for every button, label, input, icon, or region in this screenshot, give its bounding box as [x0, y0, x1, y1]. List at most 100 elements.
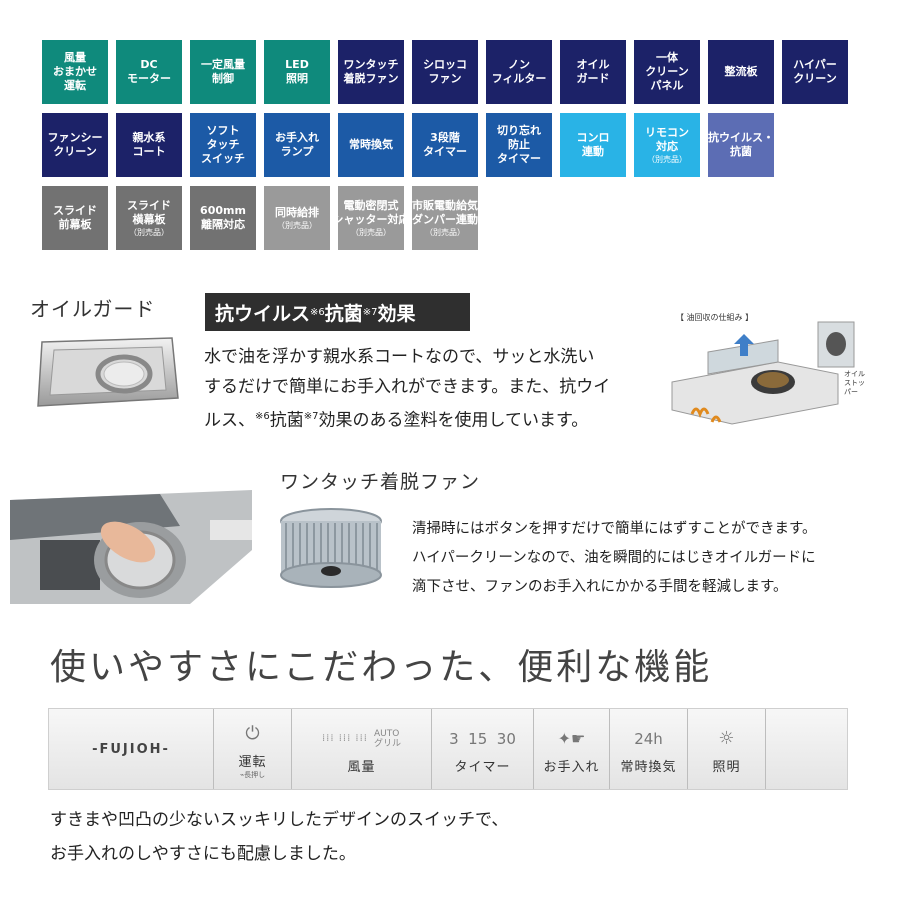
badge-text: 600mm [200, 204, 246, 217]
badge-text: スイッチ [201, 152, 245, 165]
feature-badge: お手入れランプ [264, 113, 330, 177]
oil-guard-line-3-part-c: 抗菌 [269, 410, 304, 431]
badge-text: LED [285, 58, 309, 71]
badge-text: お手入れ [275, 131, 319, 144]
badge-text: DC [140, 58, 158, 71]
feature-badge: 一体クリーンパネル [634, 40, 700, 104]
feature-badge: スライド前幕板 [42, 186, 108, 250]
cleaning-button[interactable]: ✦☛ お手入れ [534, 709, 610, 789]
badge-text: 着脱ファン [343, 72, 399, 85]
antiviral-text: 抗ウイルス [215, 302, 311, 325]
badge-subtext: （別売品） [129, 227, 169, 237]
timer-button[interactable]: 3 15 30 タイマー [432, 709, 534, 789]
badge-text: クリーン [793, 72, 837, 85]
badge-text: 連動 [582, 145, 604, 158]
badge-text: クリーン [645, 65, 689, 78]
badge-text: 照明 [286, 72, 308, 85]
badge-text: コート [132, 145, 166, 158]
badge-text: 抗ウイルス・ [708, 131, 774, 144]
fan-line-1: 清掃時にはボタンを押すだけで簡単にはずすことができます。 [412, 521, 817, 537]
feature-badge: 同時給排（別売品） [264, 186, 330, 250]
power-icon: ⏻ [245, 723, 260, 744]
sirocco-fan-image [280, 508, 382, 588]
light-button[interactable]: ☼ 照明 [688, 709, 766, 789]
fan-speed-label: 風量 [347, 759, 376, 775]
oil-guard-description: 水で油を浮かす親水系コートなので、サッと水洗い するだけで簡単にお手入れができま… [204, 342, 610, 436]
badge-text: おまかせ [53, 65, 97, 78]
badge-text: タイマー [423, 145, 467, 158]
badge-text: スライド [127, 198, 171, 212]
fan-level-icon: ⁞⁞⁞ ⁞⁞⁞ ⁞⁞⁞ AUTO グリル [322, 728, 401, 749]
fan-auto-label: AUTO [373, 728, 400, 739]
fan-line-2: ハイパークリーンなので、油を瞬間的にはじきオイルガードに [412, 550, 816, 566]
feature-badge: ノンフィルター [486, 40, 552, 104]
badge-text: 切り忘れ [497, 124, 541, 137]
badge-text: 親水系 [132, 131, 166, 144]
badge-text: 抗菌 [730, 145, 752, 158]
oil-guard-line-1: 水で油を浮かす親水系コートなので、サッと水洗い [204, 347, 595, 367]
feature-badge: 一定風量制御 [190, 40, 256, 104]
oil-guard-line-3-part-a: ルス [204, 410, 238, 431]
feature-badge: シロッコファン [412, 40, 478, 104]
badge-text: タイマー [497, 152, 541, 165]
badge-text: ワンタッチ [343, 58, 399, 71]
badge-text: ガード [576, 72, 610, 85]
badge-text: リモコン [645, 125, 689, 139]
badge-text: コンロ [576, 131, 610, 144]
power-sub-label: ⌁長押し [239, 770, 266, 779]
badge-text: タッチ [206, 138, 240, 151]
badge-text: シロッコ [423, 58, 467, 71]
light-label: 照明 [712, 759, 741, 775]
feature-badge: 整流板 [708, 40, 774, 104]
oil-guard-line-3-comma: 、 [238, 410, 255, 431]
feature-badge: 親水系コート [116, 113, 182, 177]
badge-text: 常時換気 [349, 138, 393, 151]
oil-guard-title: オイルガード [30, 297, 156, 321]
badge-text: 風量 [64, 51, 86, 64]
constant-vent-button[interactable]: 24h 常時換気 [610, 709, 688, 789]
feature-badge: ソフトタッチスイッチ [190, 113, 256, 177]
brand-logo: -FUJIOH- [92, 741, 170, 757]
oil-stopper-label: オイル ストッパー [844, 370, 865, 396]
feature-badge: 市販電動給気ダンパー連動（別売品） [412, 186, 478, 250]
badge-text: 市販電動給気 [412, 198, 478, 212]
badge-text: 3段階 [430, 131, 460, 144]
fan-grill-label: グリル [373, 738, 401, 749]
panel-caption-line-1: すきまや凹凸の少ないスッキリしたデザインのスイッチで、 [50, 810, 509, 830]
fan-line-3: 滴下させ、ファンのお手入れにかかる手間を軽減します。 [412, 579, 788, 595]
cleaning-hand-icon: ✦☛ [557, 729, 586, 748]
badge-text: ランプ [280, 145, 314, 158]
power-button[interactable]: ⏻ 運転 ⌁長押し [214, 709, 292, 789]
panel-caption-line-2: お手入れのしやすさにも配慮しました。 [50, 844, 356, 864]
badge-text: ハイパー [793, 58, 837, 71]
badge-text: 整流板 [724, 65, 758, 78]
badge-text: 制御 [212, 72, 234, 85]
vent-label: 常時換気 [620, 759, 677, 775]
feature-badge: リモコン対応（別売品） [634, 113, 700, 177]
timer-values: 3 15 30 [449, 729, 516, 748]
fan-speed-button[interactable]: ⁞⁞⁞ ⁞⁞⁞ ⁞⁞⁞ AUTO グリル 風量 [292, 709, 432, 789]
badge-text: 一定風量 [201, 58, 245, 71]
feature-badge: ファンシークリーン [42, 113, 108, 177]
feature-badge: コンロ連動 [560, 113, 626, 177]
cleaning-label: お手入れ [543, 759, 600, 775]
effect-text: 効果 [377, 302, 416, 325]
panel-caption: すきまや凹凸の少ないスッキリしたデザインのスイッチで、 お手入れのしやすさにも配… [50, 803, 508, 871]
badge-text: 同時給排 [275, 205, 319, 219]
badge-text: フィルター [491, 72, 547, 85]
badge-text: 電動密閉式 [343, 198, 399, 212]
diagram-caption: 【 油回収の仕組み 】 [676, 313, 754, 322]
badge-subtext: （別売品） [277, 220, 317, 230]
oil-collection-diagram: 【 油回収の仕組み 】 オイル ストッパー [668, 312, 868, 442]
light-icon: ☼ [718, 728, 735, 749]
note-mark-6: ※6 [310, 306, 325, 318]
badge-text: スライド [53, 204, 97, 217]
badge-text: ファン [428, 72, 462, 85]
badge-text: 対応 [656, 139, 678, 153]
control-panel: -FUJIOH- ⏻ 運転 ⌁長押し ⁞⁞⁞ ⁞⁞⁞ ⁞⁞⁞ AUTO グリル … [48, 708, 848, 790]
feature-badge: 切り忘れ防止タイマー [486, 113, 552, 177]
